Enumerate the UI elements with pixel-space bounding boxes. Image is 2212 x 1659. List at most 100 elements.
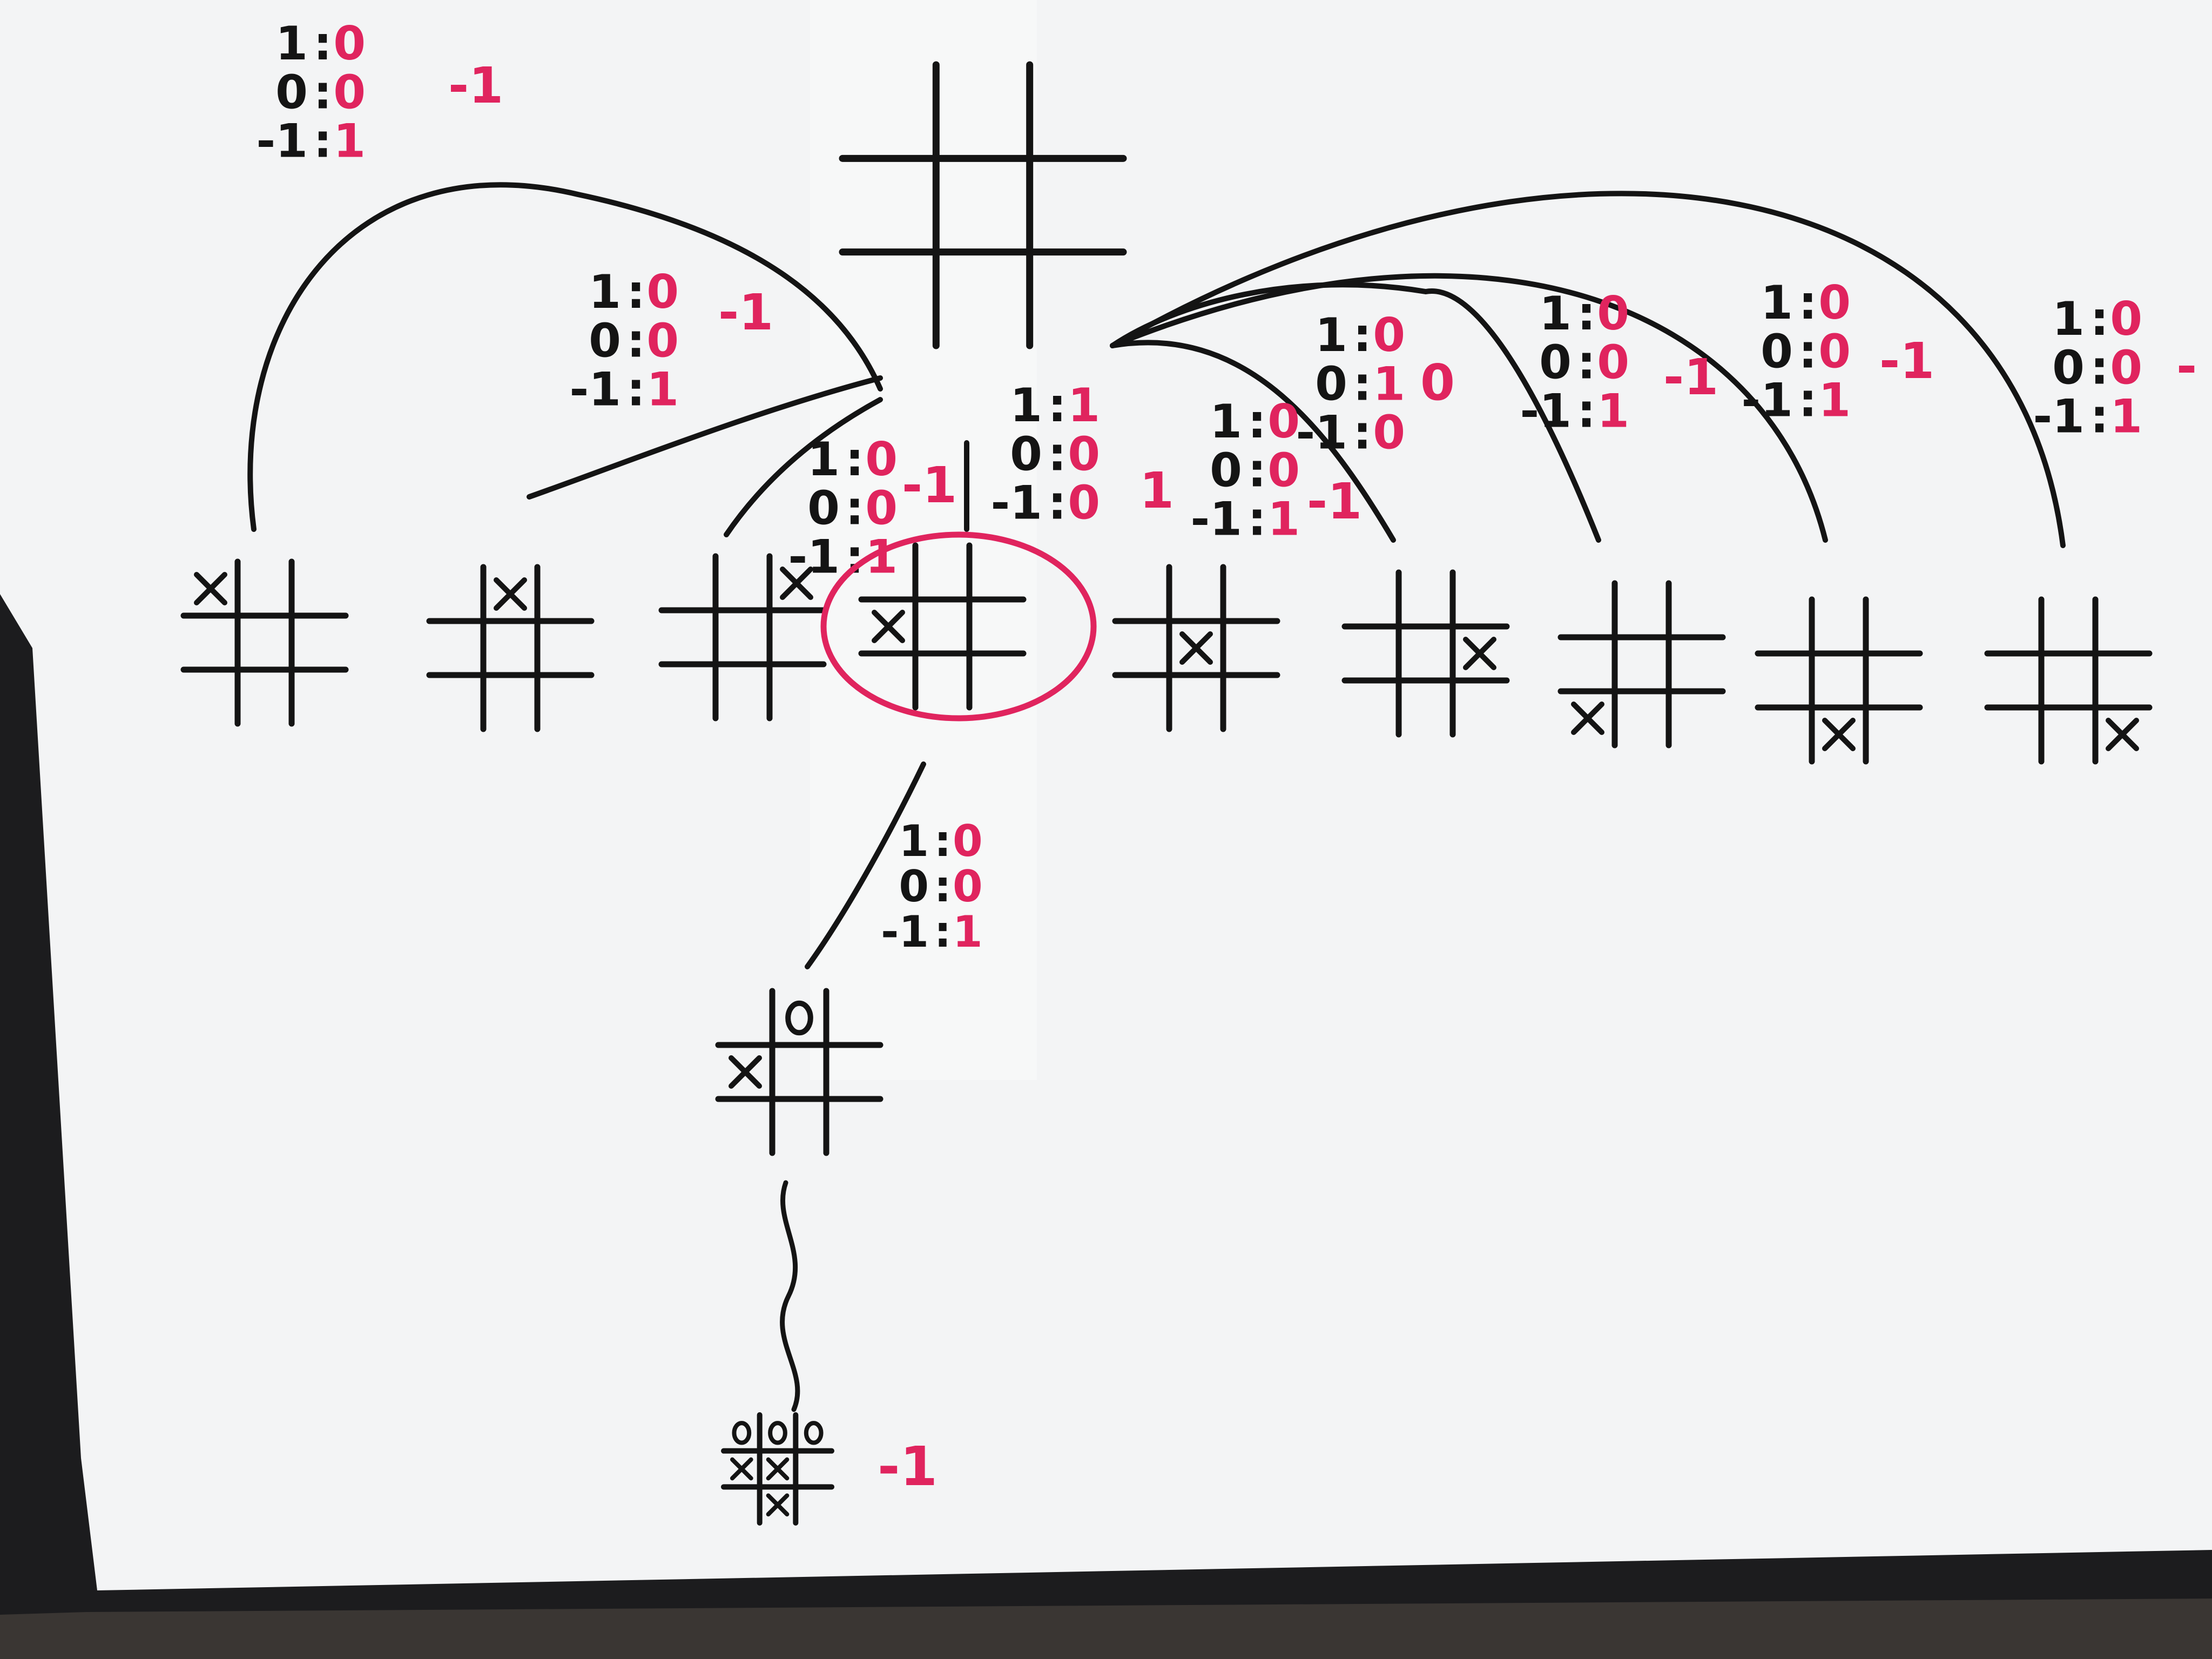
child-grid <box>1984 596 2153 765</box>
child-node: 1:00:0-1:1-1 <box>1741 276 1934 765</box>
o-mark <box>785 1000 813 1036</box>
x-mark <box>2106 718 2139 751</box>
legend-count: 0 <box>1818 276 1851 330</box>
o-mark <box>804 1421 824 1445</box>
legend-count: 0 <box>646 314 679 368</box>
node-score: -1 <box>1879 332 1934 390</box>
child-node: 1:00:0-1:1-1 <box>1520 287 1726 748</box>
x-mark <box>194 572 227 605</box>
child-legend: 1:00:0-1:1 <box>1190 395 1300 547</box>
legend-label: -1 <box>1190 493 1242 547</box>
x-mark <box>1571 702 1604 735</box>
legend-count: 0 <box>953 816 983 866</box>
legend-label: 1 <box>589 265 621 319</box>
legend-colon: : <box>1247 395 1266 449</box>
path-squiggle <box>780 1180 800 1412</box>
child-legend: 1:00:0-1:1 <box>569 265 679 417</box>
tree-edge <box>805 761 926 969</box>
legend-colon: : <box>2090 292 2108 346</box>
child-legend: 1:10:0-1:0 <box>990 379 1100 530</box>
legend-count: 0 <box>1373 406 1405 460</box>
o-mark <box>768 1421 787 1445</box>
legend-colon: : <box>1577 287 1595 341</box>
legend-label: 1 <box>1539 287 1572 341</box>
legend-label: 0 <box>275 65 308 119</box>
legend-label: 1 <box>275 17 308 71</box>
x-mark <box>766 1457 790 1481</box>
x-mark <box>730 1457 753 1481</box>
legend-label: -1 <box>788 530 840 584</box>
legend-colon: : <box>934 861 952 912</box>
legend-colon: : <box>934 907 952 957</box>
legend-label: 1 <box>1210 395 1242 449</box>
child-grid <box>1112 564 1280 732</box>
legend-colon: : <box>1048 379 1066 433</box>
legend-count: 0 <box>865 481 898 535</box>
child-legend: 1:00:0-1:1 <box>1520 287 1629 439</box>
legend-count: 0 <box>1068 476 1100 530</box>
legend-count: 0 <box>1597 287 1629 341</box>
legend-count: 0 <box>2110 341 2142 395</box>
legend-colon: : <box>1048 476 1066 530</box>
legend-count: 1 <box>1267 493 1300 547</box>
tree-edge <box>724 397 883 537</box>
legend-count: 1 <box>1068 379 1100 433</box>
x-mark <box>780 567 813 600</box>
x-mark <box>1179 631 1213 665</box>
tree-edge <box>1110 340 1396 543</box>
legend-colon: : <box>2090 341 2108 395</box>
node-score: -1 <box>878 1435 938 1498</box>
legend-colon: : <box>845 433 864 487</box>
legend-count: 1 <box>953 907 983 957</box>
legend-label: 1 <box>807 433 840 487</box>
child-grid <box>858 542 1027 711</box>
legend-colon: : <box>934 816 952 866</box>
legend-label: -1 <box>256 114 308 168</box>
highlight-ring <box>820 531 1097 721</box>
legend-label: 0 <box>2052 341 2085 395</box>
legend-colon: : <box>1247 493 1266 547</box>
tree-edge <box>1110 282 1601 543</box>
node-score: -1 <box>718 284 773 341</box>
legend-label: -1 <box>1741 374 1793 428</box>
child-legend: 1:00:1-1:0 <box>1296 308 1405 460</box>
legend-count: 1 <box>646 363 679 417</box>
legend-colon: : <box>626 363 645 417</box>
tree-edge <box>1110 191 2066 548</box>
node-score: - <box>2176 338 2197 395</box>
legend-label: 1 <box>1761 276 1793 330</box>
root-board <box>839 61 1127 349</box>
x-mark <box>1463 637 1496 670</box>
legend-label: 0 <box>589 314 621 368</box>
legend-colon: : <box>1798 325 1817 379</box>
child-grid <box>1557 580 1726 748</box>
legend-count: 0 <box>2110 292 2142 346</box>
legend-colon: : <box>1577 335 1595 389</box>
x-mark <box>766 1493 790 1516</box>
terminal-grid <box>721 1412 834 1526</box>
legend-count: 1 <box>333 114 366 168</box>
legend-label: -1 <box>2033 390 2085 444</box>
legend-count: 0 <box>865 433 898 487</box>
child-grid <box>1755 596 1923 765</box>
legend-label: 1 <box>2052 292 2085 346</box>
tree-edge <box>247 182 883 532</box>
legend-count: 0 <box>646 265 679 319</box>
legend-colon: : <box>1577 385 1595 439</box>
child-node: 1:00:1-1:00 <box>1296 308 1510 738</box>
node-score: -1 <box>1307 473 1362 530</box>
expansion-branch: 1:00:0-1:1-1 <box>715 761 983 1526</box>
legend-colon: : <box>626 265 645 319</box>
legend-label: 0 <box>899 861 929 912</box>
legend-label: -1 <box>990 476 1042 530</box>
legend-colon: : <box>313 17 332 71</box>
legend-colon: : <box>1353 308 1371 362</box>
tree-links <box>247 182 2066 548</box>
child-legend: 1:00:0-1:1 <box>1741 276 1851 428</box>
legend-count: 0 <box>1597 335 1629 389</box>
x-mark <box>872 610 905 643</box>
legend-label: 0 <box>1010 427 1042 481</box>
child-grid <box>180 558 349 727</box>
root-grid <box>839 61 1127 349</box>
